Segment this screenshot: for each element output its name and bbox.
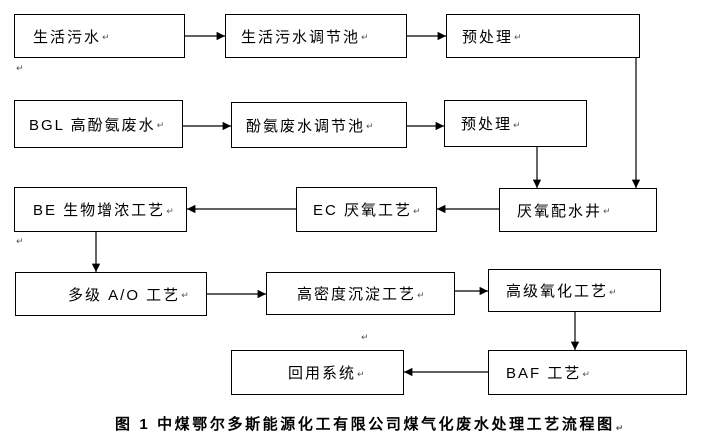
hd-sedimentation-label: 高密度沉淀工艺	[297, 286, 417, 303]
advanced-oxidation-label: 高级氧化工艺	[506, 283, 609, 300]
paragraph-mark: ↵	[366, 122, 374, 132]
ao-process-label: 多级 A/O 工艺	[68, 286, 181, 304]
paragraph-mark: ↵	[357, 369, 365, 380]
paragraph-mark: ↵	[102, 33, 110, 43]
figure-caption-text: 图 1 中煤鄂尔多斯能源化工有限公司煤气化废水处理工艺流程图	[115, 416, 615, 433]
ec-process-label: EC 厌氧工艺	[313, 202, 413, 219]
phenol-ammonia-basin-label: 酚氨废水调节池	[246, 117, 366, 135]
paragraph-mark: ↵	[582, 369, 590, 380]
paragraph-mark: ↵	[166, 206, 174, 217]
paragraph-mark: ↵	[609, 287, 617, 298]
node-phenol-ammonia-basin: 酚氨废水调节池↵	[231, 102, 407, 148]
paragraph-mark: ↵	[361, 33, 369, 43]
node-pretreatment-1: 预处理↵	[446, 14, 640, 58]
paragraph-mark: ↵	[16, 237, 24, 247]
domestic-sewage-basin-label: 生活污水调节池	[241, 28, 361, 46]
be-process-label: BE 生物增浓工艺	[33, 202, 166, 219]
paragraph-mark: ↵	[513, 120, 521, 131]
paragraph-mark: ↵	[514, 33, 522, 43]
paragraph-mark: ↵	[361, 333, 369, 343]
paragraph-mark: ↵	[16, 64, 24, 74]
pretreatment-1-label: 预处理	[462, 28, 514, 46]
node-anaerobic-distribution-well: 厌氧配水井↵	[499, 188, 657, 232]
anaerobic-well-label: 厌氧配水井	[517, 202, 603, 220]
node-high-density-sedimentation: 高密度沉淀工艺↵	[266, 272, 455, 315]
domestic-sewage-label: 生活污水	[33, 28, 102, 46]
paragraph-mark: ↵	[615, 424, 624, 434]
node-be-process: BE 生物增浓工艺↵	[14, 187, 187, 232]
node-baf-process: BAF 工艺↵	[488, 350, 687, 395]
figure-caption: 图 1 中煤鄂尔多斯能源化工有限公司煤气化废水处理工艺流程图↵	[115, 413, 623, 434]
paragraph-mark: ↵	[417, 290, 425, 301]
pretreatment-2-label: 预处理	[461, 116, 513, 133]
bgl-wastewater-label: BGL 高酚氨废水	[29, 116, 156, 134]
paragraph-mark: ↵	[181, 291, 189, 301]
node-reuse-system: 回用系统↵	[231, 350, 404, 395]
paragraph-mark: ↵	[156, 121, 165, 131]
baf-process-label: BAF 工艺	[506, 365, 582, 382]
node-ec-process: EC 厌氧工艺↵	[296, 187, 437, 232]
node-ao-process: 多级 A/O 工艺↵	[15, 272, 207, 316]
paragraph-mark: ↵	[413, 206, 421, 217]
node-domestic-sewage: 生活污水↵	[14, 14, 185, 58]
reuse-system-label: 回用系统	[288, 365, 357, 382]
node-domestic-sewage-basin: 生活污水调节池↵	[225, 14, 407, 58]
node-pretreatment-2: 预处理↵	[444, 100, 587, 147]
node-advanced-oxidation: 高级氧化工艺↵	[488, 269, 661, 312]
node-bgl-wastewater: BGL 高酚氨废水↵	[14, 100, 183, 148]
paragraph-mark: ↵	[603, 207, 611, 217]
